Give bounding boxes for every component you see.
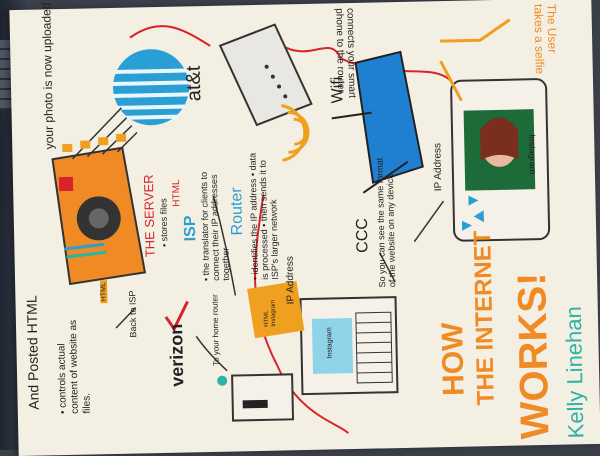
hand-outline (439, 18, 511, 102)
ip-arrow-icons (461, 195, 484, 231)
server-description: • stores files (158, 198, 170, 248)
router-title: Router (228, 187, 247, 236)
upload-tags (62, 133, 127, 153)
att-globe-icon (112, 49, 190, 126)
modem-icon (218, 23, 313, 127)
title-the-internet: THE INTERNET (469, 230, 500, 406)
posted-html-title: And Posted HTML (23, 295, 42, 410)
wifi-router-icon (331, 50, 424, 194)
user-selfie-text: The User takes a selfie (531, 3, 560, 75)
sticky-note-text: HTML Instagram (263, 299, 278, 327)
ccc-description: So you can see the same format of the we… (374, 157, 398, 288)
phone-ip-address-label: IP Address (432, 142, 445, 192)
server-html-label: HTML (170, 179, 183, 207)
verizon-logo-text: verizon (165, 323, 188, 387)
title-works: WORKS! (510, 272, 558, 440)
server-icon (51, 146, 147, 286)
server-title: THE SERVER (140, 174, 158, 258)
posted-html-description: • controls actual content of website as … (56, 319, 93, 415)
red-wire (129, 25, 452, 434)
laptop-ip-address-label: IP Address (284, 256, 297, 305)
wifi-description: connects your smart phone to the router (333, 7, 358, 99)
laptop-screen-label: Instagram (326, 327, 334, 359)
title-how: HOW (436, 322, 471, 397)
att-logo-text: at&t (182, 65, 206, 102)
laptop-icon (299, 296, 399, 396)
isp-title: ISP (181, 215, 200, 242)
sticky-note-shape (247, 280, 305, 339)
to-home-router-label: To your home router (210, 294, 221, 366)
small-html-tag: HTML (100, 280, 108, 304)
verizon-check-icon (164, 300, 189, 332)
author-name: Kelly Linehan (560, 306, 589, 439)
wifi-signal-icon (281, 103, 310, 162)
home-router-icon (217, 373, 295, 422)
ccc-title: CCC (353, 217, 372, 253)
phone-screen-label: Instagram (527, 134, 538, 175)
isp-description: • the translator for clients to connect … (198, 171, 232, 282)
router-description: • identifies the IP address • data is pr… (247, 152, 281, 281)
poster-drawings (51, 18, 551, 434)
back-to-isp-label: Back to ISP (127, 290, 139, 338)
poster: HOW THE INTERNET WORKS! Kelly Linehan yo… (9, 0, 600, 456)
flow-arrows (115, 195, 445, 372)
